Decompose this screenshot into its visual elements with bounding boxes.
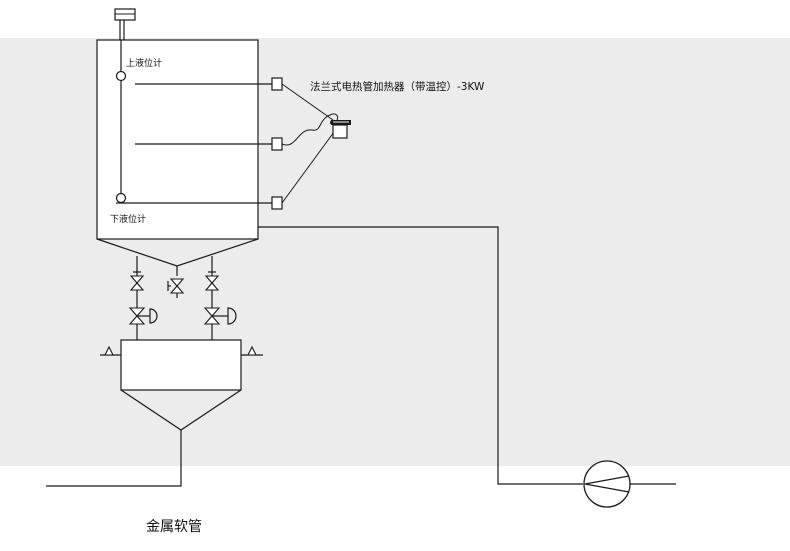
lower-level-gauge-label: 下液位计 — [110, 213, 146, 225]
metal-hose-line — [46, 430, 182, 487]
outlet-pipe — [258, 226, 583, 485]
heater-flange-middle — [271, 137, 283, 151]
left-support-marker — [104, 345, 114, 356]
tank-vent — [114, 8, 136, 40]
level-gauge — [115, 40, 127, 204]
left-transfer-line — [128, 256, 158, 340]
pump-symbol — [583, 460, 631, 508]
tank-drain-line — [167, 266, 185, 298]
temperature-controller — [331, 120, 351, 139]
heater-label: 法兰式电热管加热器（带温控）-3KW — [310, 80, 485, 93]
lower-float — [115, 192, 127, 204]
right-support-marker — [247, 345, 257, 356]
receiving-tank — [100, 339, 263, 431]
heater-flange-top — [271, 77, 283, 91]
right-transfer-line — [203, 256, 237, 340]
upper-float — [115, 70, 127, 82]
upper-level-gauge-label: 上液位计 — [126, 57, 162, 69]
heater-flange-bottom — [271, 196, 283, 210]
metal-hose-label: 金属软管 — [146, 519, 202, 535]
heater-tubes — [116, 77, 283, 210]
